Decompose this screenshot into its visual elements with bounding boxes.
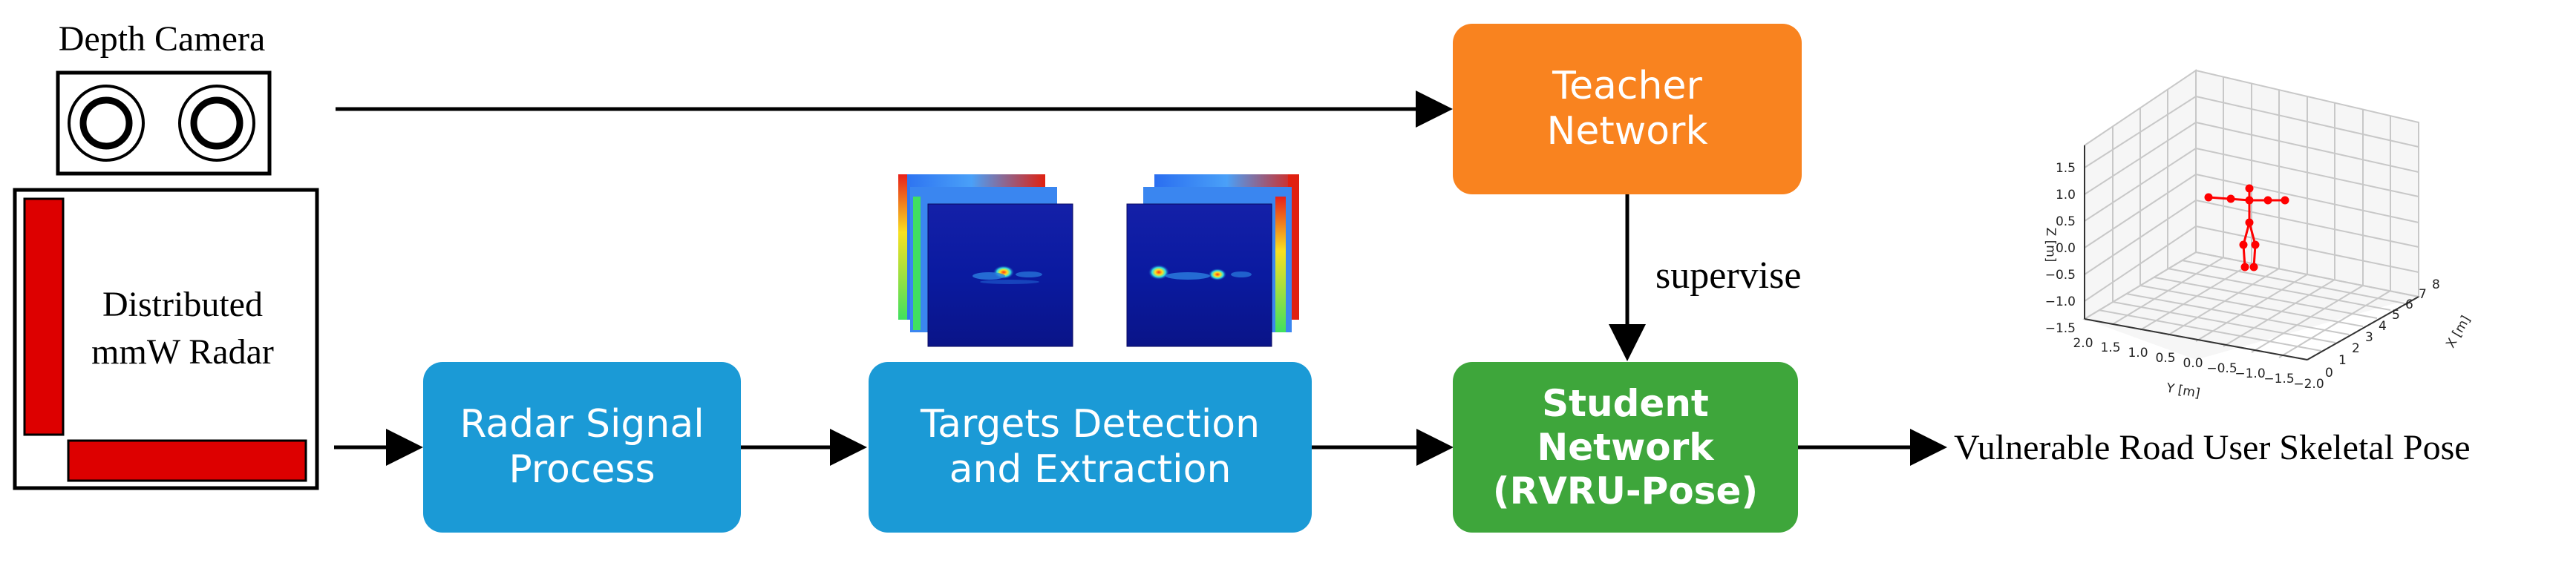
teacher-network-box: Teacher Network bbox=[1453, 24, 1802, 194]
depth-camera-label: Depth Camera bbox=[59, 19, 266, 59]
x-tick: 8 bbox=[2432, 277, 2440, 292]
distributed-radar-icon bbox=[13, 188, 319, 490]
student-network-box: Student Network (RVRU-Pose) bbox=[1453, 362, 1798, 533]
teacher-network-line1: Teacher bbox=[1552, 63, 1702, 108]
y-tick: 2.0 bbox=[2073, 336, 2093, 351]
output-label: Vulnerable Road User Skeletal Pose bbox=[1954, 428, 2471, 467]
x-tick-labels: 0 1 2 3 4 5 6 7 8 bbox=[2325, 277, 2440, 381]
heatmap-stack-right bbox=[1126, 174, 1299, 347]
z-tick: 1.0 bbox=[2056, 188, 2076, 203]
skeleton-figure bbox=[2204, 184, 2289, 271]
z-axis-label: Z [m] bbox=[2043, 228, 2058, 263]
supervise-label: supervise bbox=[1655, 254, 1801, 297]
z-tick: −0.5 bbox=[2045, 268, 2076, 283]
y-tick: 1.0 bbox=[2128, 346, 2148, 360]
z-tick-labels: 1.5 1.0 0.5 0.0 −0.5 −1.0 −1.5 bbox=[2045, 161, 2076, 336]
x-tick: 2 bbox=[2352, 341, 2360, 356]
targets-detection-box: Targets Detection and Extraction bbox=[869, 362, 1312, 533]
y-tick: 1.5 bbox=[2100, 340, 2120, 355]
radar-signal-process-box: Radar Signal Process bbox=[423, 362, 741, 533]
radar-signal-line2: Process bbox=[509, 447, 656, 492]
z-tick: 0.0 bbox=[2056, 241, 2076, 256]
x-tick: 1 bbox=[2338, 353, 2347, 368]
z-tick: 1.5 bbox=[2056, 161, 2076, 176]
y-tick: −1.0 bbox=[2235, 366, 2265, 381]
targets-detection-line1: Targets Detection bbox=[920, 401, 1261, 447]
x-axis-label: X [m] bbox=[2443, 313, 2474, 351]
depth-camera-icon bbox=[56, 70, 272, 176]
x-tick: 0 bbox=[2325, 366, 2333, 381]
targets-detection-line2: and Extraction bbox=[949, 447, 1232, 492]
heatmap-stack-left bbox=[898, 174, 1073, 347]
z-tick: −1.0 bbox=[2045, 294, 2076, 309]
student-network-line1: Student bbox=[1542, 381, 1709, 425]
student-network-line3: (RVRU-Pose) bbox=[1492, 469, 1759, 513]
radar-label-line1: Distributed bbox=[102, 285, 263, 324]
student-network-line2: Network bbox=[1537, 425, 1714, 469]
x-tick: 3 bbox=[2365, 330, 2373, 345]
y-tick: −2.0 bbox=[2293, 377, 2324, 392]
z-tick: −1.5 bbox=[2045, 321, 2076, 336]
x-tick: 6 bbox=[2405, 297, 2413, 312]
y-axis-label: Y [m] bbox=[2165, 381, 2201, 401]
teacher-network-line2: Network bbox=[1546, 109, 1708, 154]
y-tick: −0.5 bbox=[2206, 361, 2237, 376]
radar-label-line2: mmW Radar bbox=[91, 332, 274, 372]
x-tick: 5 bbox=[2392, 308, 2400, 323]
y-tick: 0.0 bbox=[2183, 356, 2203, 371]
y-tick-labels: 2.0 1.5 1.0 0.5 0.0 −0.5 −1.0 −1.5 −2.0 bbox=[2073, 336, 2324, 392]
y-tick: 0.5 bbox=[2155, 351, 2175, 366]
x-tick: 7 bbox=[2419, 287, 2427, 302]
z-tick: 0.5 bbox=[2056, 214, 2076, 229]
pose-3d-plot: 1.5 1.0 0.5 0.0 −0.5 −1.0 −1.5 Z [m] 2.0… bbox=[2043, 69, 2474, 401]
x-tick: 4 bbox=[2379, 319, 2387, 334]
y-tick: −1.5 bbox=[2263, 372, 2294, 386]
radar-signal-line1: Radar Signal bbox=[460, 401, 705, 447]
